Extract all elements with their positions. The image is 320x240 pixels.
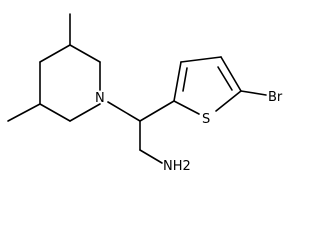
bond-ring-c4-c3 xyxy=(39,44,71,63)
bond-thio-c2-c3 xyxy=(173,61,182,102)
atom-label-sulfur: S xyxy=(202,112,210,127)
bond-ch2-nh2 xyxy=(139,149,163,164)
bond-methyl-left xyxy=(7,103,41,122)
bond-ch-thiophene xyxy=(139,100,175,122)
bond-thio-s-c2 xyxy=(173,100,200,115)
structure-diagram: N S Br NH2 xyxy=(7,13,283,174)
bond-ring-c6-c5 xyxy=(39,103,71,122)
bond-thio-c4-c5-double xyxy=(217,66,233,91)
atom-label-amine: NH2 xyxy=(163,159,191,174)
bond-ring-n-c6 xyxy=(69,103,101,122)
atom-label-bromine: Br xyxy=(268,90,283,105)
bond-thio-c4-c5 xyxy=(220,56,242,92)
bond-thio-c2-c3-double xyxy=(182,67,188,92)
bond-ring-c2-c3 xyxy=(69,44,101,63)
molecule-svg: N S Br NH2 xyxy=(7,13,283,174)
bond-n-ch xyxy=(107,101,141,122)
bond-c5-br xyxy=(240,90,267,96)
bond-thio-c5-s xyxy=(215,90,242,112)
bond-thio-c3-c4 xyxy=(180,56,222,63)
atom-label-nitrogen: N xyxy=(95,91,105,106)
